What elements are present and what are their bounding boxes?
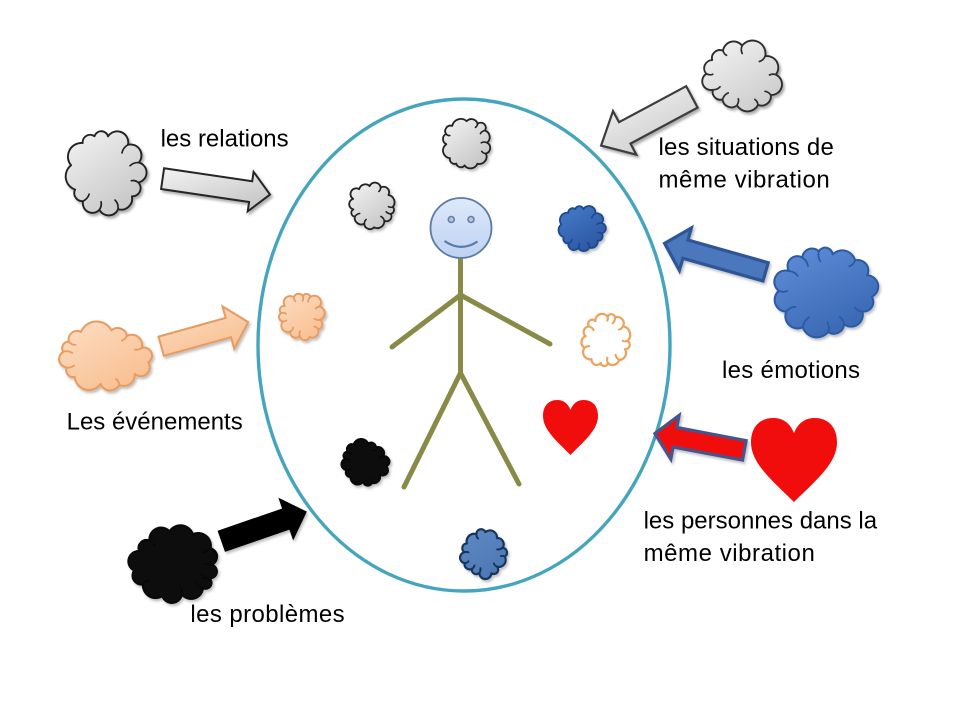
svg-text:les personnes dans la: les personnes dans la — [644, 508, 878, 535]
svg-text:les émotions: les émotions — [722, 357, 860, 384]
svg-text:les situations de: les situations de — [659, 134, 835, 161]
svg-text:les problèmes: les problèmes — [190, 601, 345, 628]
svg-text:les relations: les relations — [161, 126, 289, 153]
svg-text:Les événements: Les événements — [67, 408, 243, 435]
svg-text:même vibration: même vibration — [644, 540, 816, 567]
svg-text:même vibration: même vibration — [659, 166, 831, 193]
